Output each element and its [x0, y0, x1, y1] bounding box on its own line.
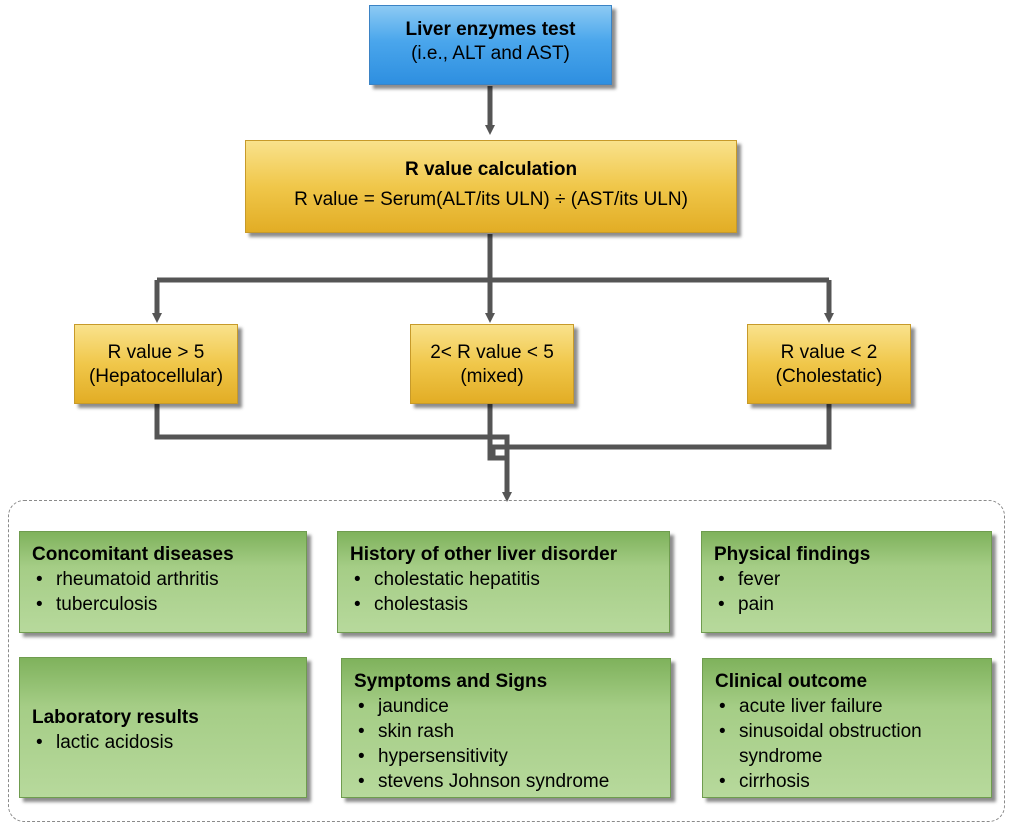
factor-item: cholestasis: [350, 592, 657, 617]
liver-enzymes-test-box: Liver enzymes test (i.e., ALT and AST): [369, 5, 612, 85]
category-label: R value < 2: [780, 342, 878, 363]
r-value-calculation-box: R value calculation R value = Serum(ALT/…: [245, 140, 737, 233]
liver-enzymes-title: Liver enzymes test: [405, 19, 576, 40]
factor-list: fever pain: [714, 567, 979, 617]
category-type: (mixed): [460, 366, 524, 387]
factor-list: rheumatoid arthritis tuberculosis: [32, 567, 294, 617]
factor-item: rheumatoid arthritis: [32, 567, 294, 592]
category-label: 2< R value < 5: [430, 342, 554, 363]
factor-list: jaundice skin rash hypersensitivity stev…: [354, 694, 658, 794]
factor-item: hypersensitivity: [354, 744, 658, 769]
factor-history-liver-disorder: History of other liver disorder cholesta…: [337, 531, 670, 633]
factor-symptoms-and-signs: Symptoms and Signs jaundice skin rash hy…: [341, 658, 671, 798]
factor-item: skin rash: [354, 719, 658, 744]
factor-title: Symptoms and Signs: [354, 671, 548, 692]
category-label: R value > 5: [107, 342, 205, 363]
factor-title: Laboratory results: [32, 707, 199, 728]
factor-list: acute liver failure sinusoidal obstructi…: [715, 694, 979, 794]
factor-laboratory-results: Laboratory results lactic acidosis: [19, 657, 307, 798]
factor-clinical-outcome: Clinical outcome acute liver failure sin…: [702, 658, 992, 798]
category-cholestatic: R value < 2 (Cholestatic): [747, 324, 911, 404]
factor-item: jaundice: [354, 694, 658, 719]
factor-item-text: sinusoidal obstruction syndrome: [739, 721, 922, 767]
factor-item: cirrhosis: [715, 769, 979, 794]
factor-title: Concomitant diseases: [32, 544, 234, 565]
category-mixed: 2< R value < 5 (mixed): [410, 324, 574, 404]
factor-item: pain: [714, 592, 979, 617]
factor-concomitant-diseases: Concomitant diseases rheumatoid arthriti…: [19, 531, 307, 633]
factor-physical-findings: Physical findings fever pain: [701, 531, 992, 633]
factor-item: acute liver failure: [715, 694, 979, 719]
factor-title: Physical findings: [714, 544, 871, 565]
category-type: (Cholestatic): [775, 366, 883, 387]
factor-item: cholestatic hepatitis: [350, 567, 657, 592]
factor-item: stevens Johnson syndrome: [354, 769, 658, 794]
liver-enzymes-subtitle: (i.e., ALT and AST): [411, 43, 570, 64]
factor-list: cholestatic hepatitis cholestasis: [350, 567, 657, 617]
factor-item: fever: [714, 567, 979, 592]
factor-item: sinusoidal obstruction syndrome: [715, 719, 969, 769]
factors-group: [8, 500, 1005, 822]
factor-list: lactic acidosis: [32, 730, 294, 755]
factor-title: History of other liver disorder: [350, 544, 618, 565]
category-hepatocellular: R value > 5 (Hepatocellular): [74, 324, 238, 404]
factor-item: lactic acidosis: [32, 730, 294, 755]
factor-title: Clinical outcome: [715, 671, 868, 692]
r-value-calculation-title: R value calculation: [404, 159, 578, 180]
factor-item: tuberculosis: [32, 592, 294, 617]
r-value-formula: R value = Serum(ALT/its ULN) ÷ (AST/its …: [294, 189, 688, 210]
category-type: (Hepatocellular): [88, 366, 224, 387]
